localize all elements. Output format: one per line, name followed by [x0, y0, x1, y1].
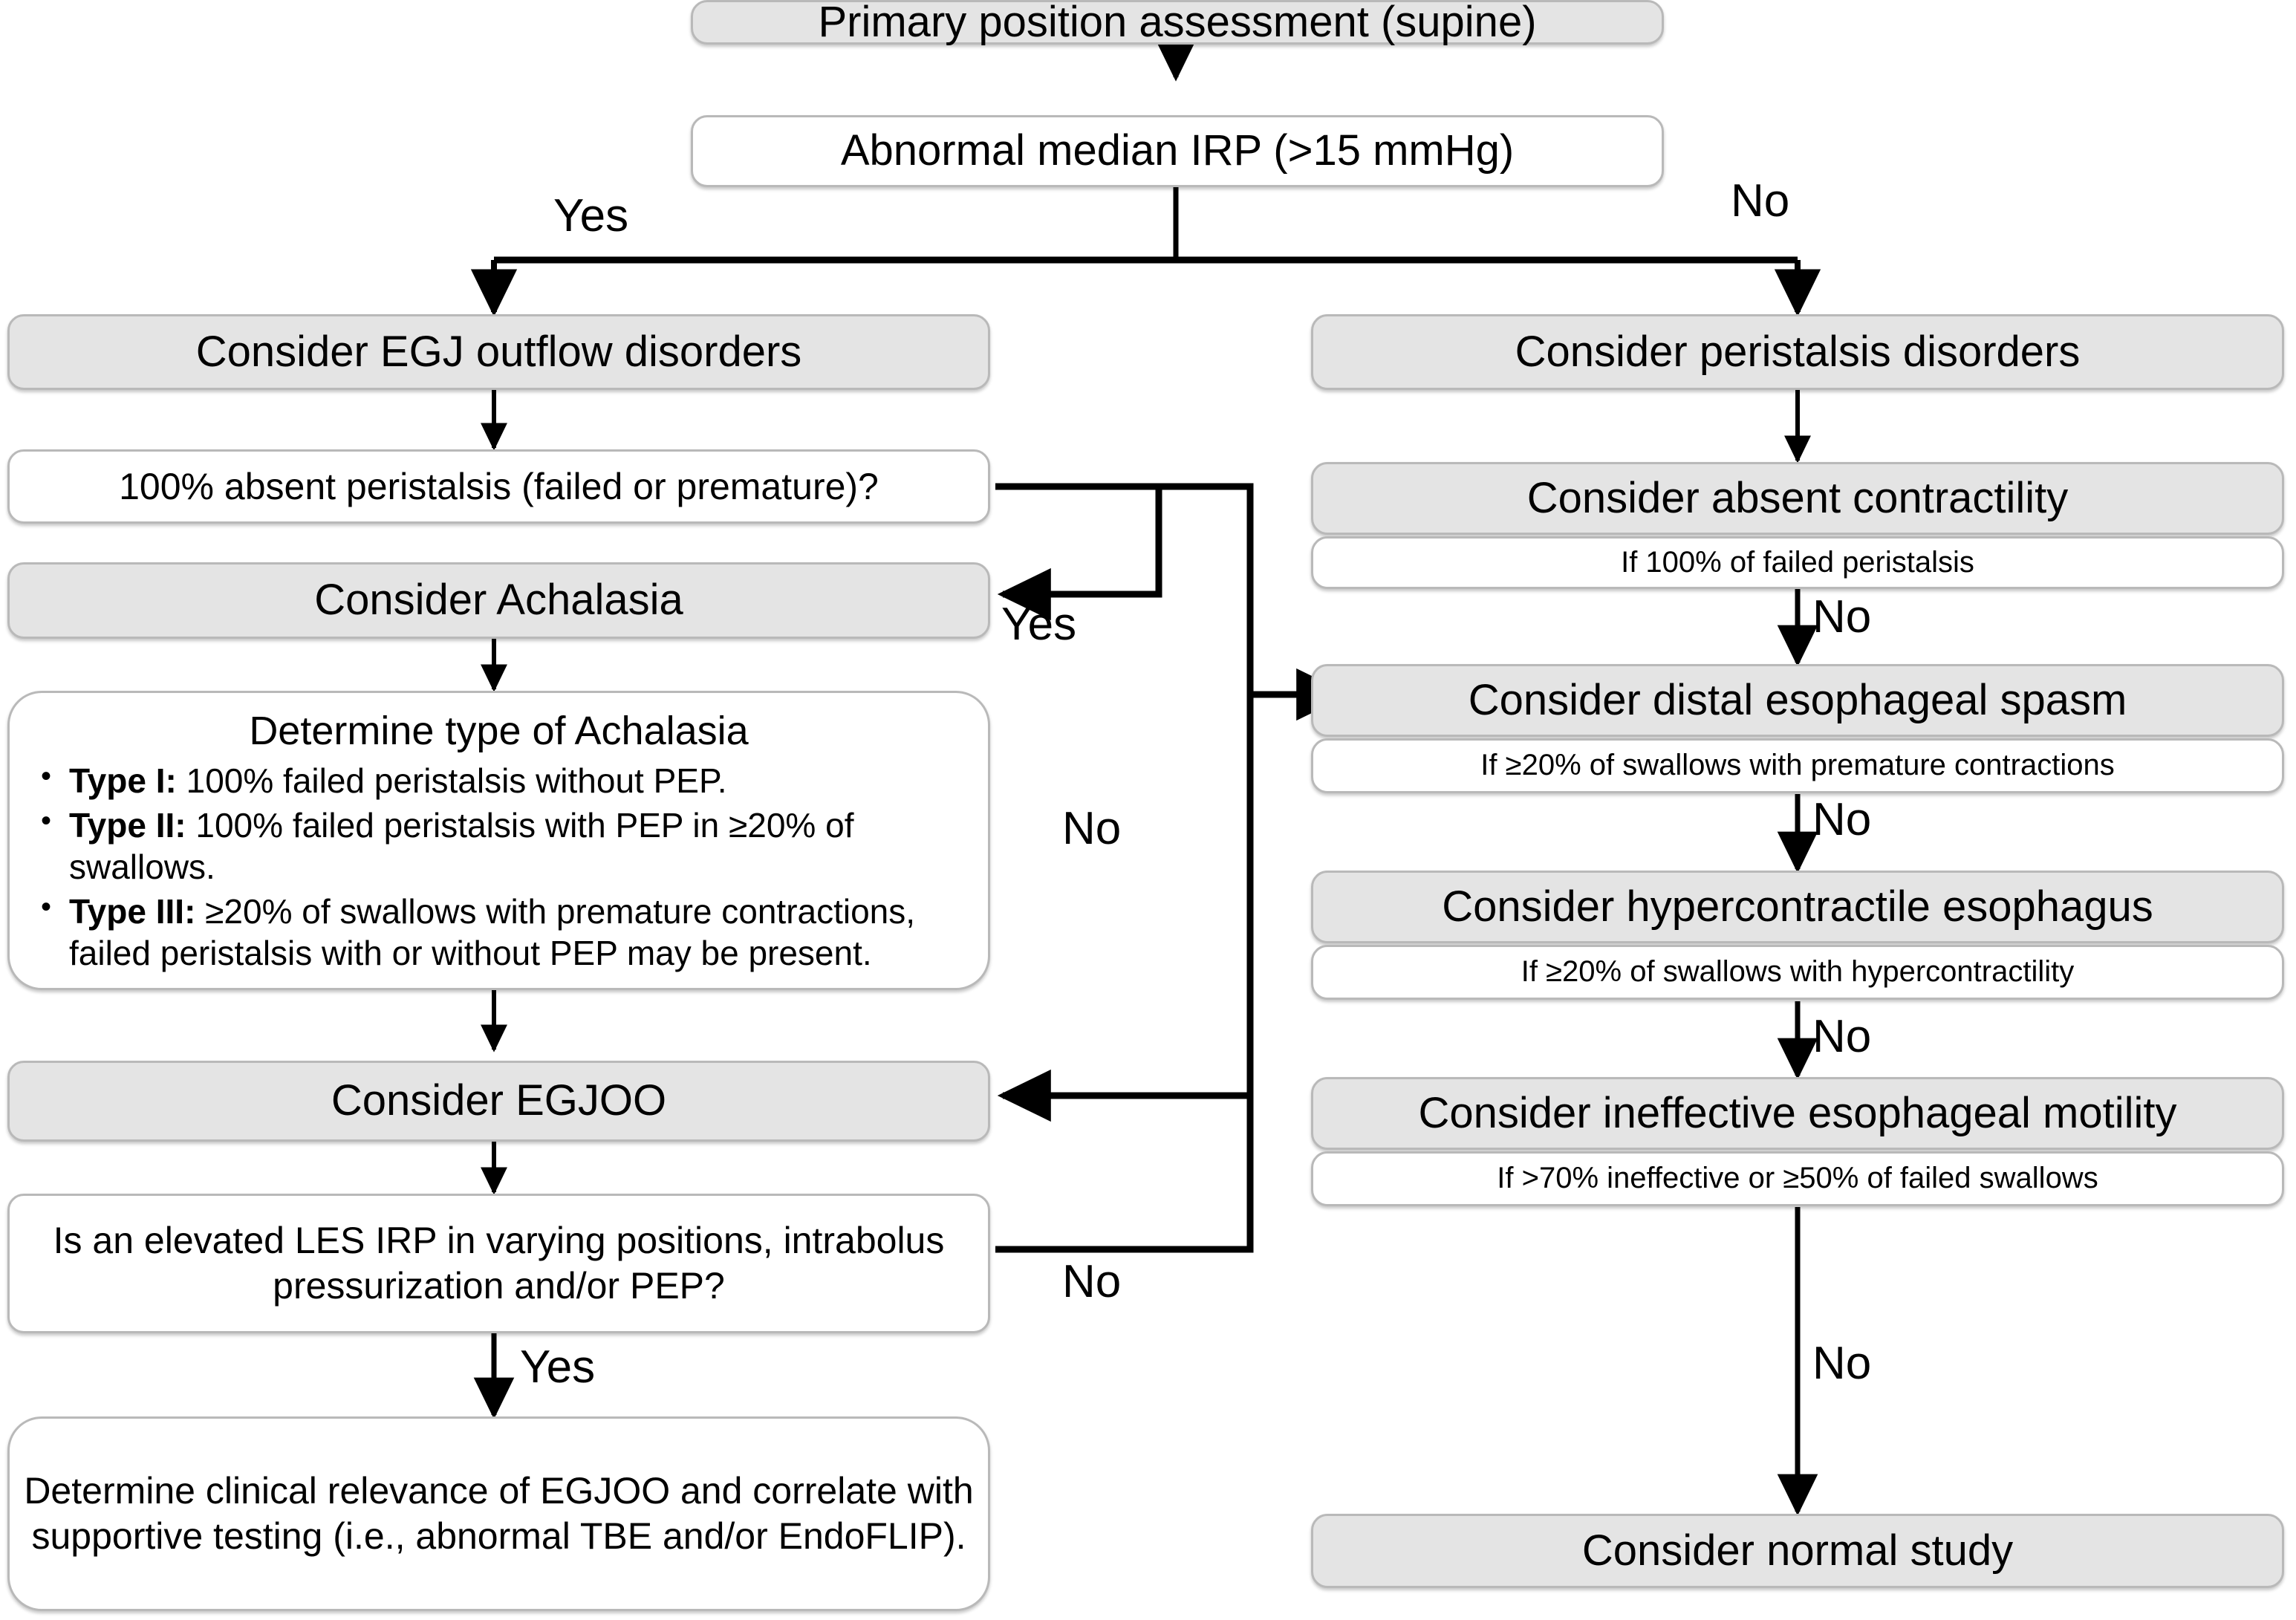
node-distal-esophageal-spasm-label: Consider distal esophageal spasm [1468, 675, 2127, 724]
node-primary-assessment-label: Primary position assessment (supine) [818, 0, 1537, 46]
node-egjoo-question-label: Is an elevated LES IRP in varying positi… [53, 1220, 945, 1307]
edge-label-absent-peristalsis-yes: Yes [1001, 599, 1077, 650]
edge-label-irp-no: No [1731, 175, 1790, 227]
edge-label-irp-yes: Yes [553, 190, 629, 241]
list-item: Type I: 100% failed peristalsis without … [41, 758, 969, 801]
node-egj-outflow-disorders[interactable]: Consider EGJ outflow disorders [7, 314, 990, 390]
node-hypercontractile-esophagus[interactable]: Consider hypercontractile esophagus [1311, 871, 2284, 943]
node-primary-assessment[interactable]: Primary position assessment (supine) [691, 0, 1664, 46]
achalasia-type-1-text: 100% failed peristalsis without PEP. [176, 761, 727, 800]
node-achalasia-types[interactable]: Determine type of Achalasia Type I: 100%… [7, 691, 990, 990]
achalasia-type-3-text: ≥20% of swallows with premature contract… [69, 892, 916, 973]
node-abnormal-irp[interactable]: Abnormal median IRP (>15 mmHg) [691, 115, 1664, 187]
node-distal-esophageal-spasm-criteria[interactable]: If ≥20% of swallows with premature contr… [1311, 738, 2284, 793]
node-normal-study-label: Consider normal study [1581, 1526, 2014, 1575]
node-distal-esophageal-spasm[interactable]: Consider distal esophageal spasm [1311, 664, 2284, 737]
node-egjoo-relevance[interactable]: Determine clinical relevance of EGJOO an… [7, 1416, 990, 1611]
edge-label-hypercontractile-no: No [1812, 1011, 1872, 1062]
node-hypercontractile-esophagus-criteria[interactable]: If ≥20% of swallows with hypercontractil… [1311, 945, 2284, 1000]
node-distal-esophageal-spasm-criteria-label: If ≥20% of swallows with premature contr… [1480, 749, 2115, 782]
node-ineffective-esophageal-motility[interactable]: Consider ineffective esophageal motility [1311, 1077, 2284, 1150]
node-absent-contractility[interactable]: Consider absent contractility [1311, 462, 2284, 535]
achalasia-type-2-label: Type II: [69, 805, 186, 845]
node-abnormal-irp-label: Abnormal median IRP (>15 mmHg) [840, 126, 1515, 175]
achalasia-type-2-text: 100% failed peristalsis with PEP in ≥20%… [69, 805, 854, 886]
edge-label-ineffective-no: No [1812, 1338, 1872, 1389]
node-normal-study[interactable]: Consider normal study [1311, 1514, 2284, 1588]
node-absent-peristalsis-question-label: 100% absent peristalsis (failed or prema… [119, 465, 879, 507]
achalasia-types-title: Determine type of Achalasia [249, 709, 749, 753]
node-peristalsis-disorders[interactable]: Consider peristalsis disorders [1311, 314, 2284, 390]
node-egjoo-relevance-label: Determine clinical relevance of EGJOO an… [24, 1470, 974, 1557]
node-consider-egjoo-label: Consider EGJOO [331, 1076, 667, 1125]
edge-label-absent-contractility-no: No [1812, 591, 1872, 643]
node-absent-contractility-label: Consider absent contractility [1526, 473, 2069, 522]
node-ineffective-esophageal-motility-criteria[interactable]: If >70% ineffective or ≥50% of failed sw… [1311, 1151, 2284, 1206]
edge-label-egjoo-no: No [1062, 1256, 1122, 1307]
node-hypercontractile-esophagus-label: Consider hypercontractile esophagus [1442, 882, 2153, 931]
node-consider-achalasia[interactable]: Consider Achalasia [7, 562, 990, 639]
achalasia-type-1-label: Type I: [69, 761, 177, 800]
achalasia-types-list: Type I: 100% failed peristalsis without … [29, 758, 969, 975]
achalasia-type-3-label: Type III: [69, 892, 196, 931]
node-egjoo-question[interactable]: Is an elevated LES IRP in varying positi… [7, 1194, 990, 1333]
edge-label-distal-spasm-no: No [1812, 794, 1872, 845]
edge-label-absent-peristalsis-no: No [1062, 803, 1122, 854]
node-absent-contractility-criteria[interactable]: If 100% of failed peristalsis [1311, 536, 2284, 589]
node-hypercontractile-esophagus-criteria-label: If ≥20% of swallows with hypercontractil… [1521, 955, 2075, 989]
node-ineffective-esophageal-motility-label: Consider ineffective esophageal motility [1418, 1088, 2177, 1137]
node-consider-achalasia-label: Consider Achalasia [314, 576, 683, 625]
node-egj-outflow-disorders-label: Consider EGJ outflow disorders [195, 327, 802, 376]
edge-label-egjoo-yes: Yes [520, 1341, 596, 1393]
node-peristalsis-disorders-label: Consider peristalsis disorders [1515, 327, 2081, 376]
list-item: Type III: ≥20% of swallows with prematur… [41, 889, 969, 974]
node-absent-contractility-criteria-label: If 100% of failed peristalsis [1621, 545, 1974, 579]
node-absent-peristalsis-question[interactable]: 100% absent peristalsis (failed or prema… [7, 449, 990, 524]
node-consider-egjoo[interactable]: Consider EGJOO [7, 1061, 990, 1142]
list-item: Type II: 100% failed peristalsis with PE… [41, 803, 969, 888]
node-ineffective-esophageal-motility-criteria-label: If >70% ineffective or ≥50% of failed sw… [1497, 1162, 2098, 1195]
